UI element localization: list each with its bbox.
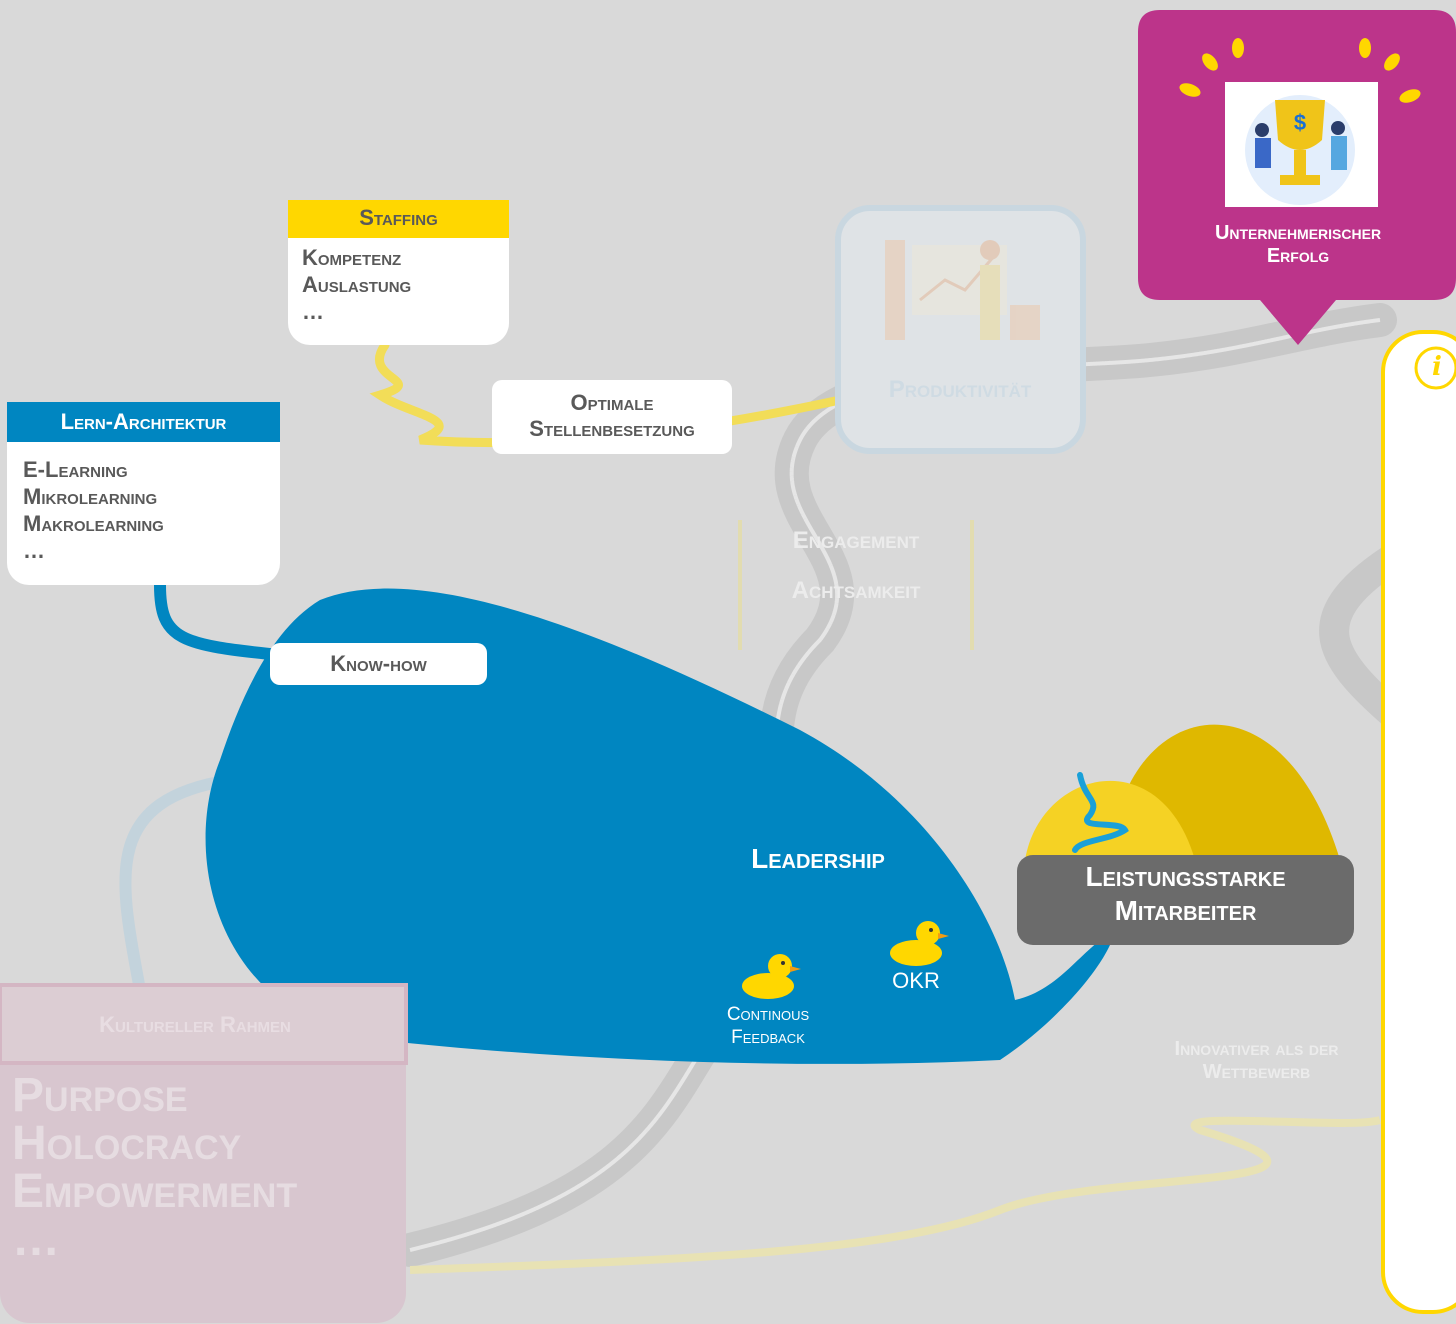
produktivitaet-label: Produktivität: [888, 376, 1032, 403]
svg-text:$: $: [1294, 110, 1306, 135]
optimale-stellenbesetzung-label: Optimale Stellenbesetzung: [492, 380, 732, 454]
list-item: …: [12, 1213, 60, 1266]
leistung-box: [1017, 855, 1354, 945]
label-line: Stellenbesetzung: [529, 416, 695, 441]
list-item: Holocracy: [12, 1117, 242, 1170]
culture-card: [0, 985, 406, 1323]
label-line: Continous: [726, 1004, 810, 1025]
label-line: Mitarbeiter: [1114, 895, 1257, 926]
sparkle-icon: [1179, 38, 1421, 103]
culture-connector: [119, 774, 231, 992]
list-item: Mikrolearning: [23, 484, 158, 509]
list-item: …: [302, 299, 324, 324]
info-panel: [1381, 330, 1456, 1314]
okr-label: OKR: [892, 968, 940, 993]
lern-architektur-items: E-Learning Mikrolearning Makrolearning …: [23, 456, 164, 564]
kultureller-rahmen-title: Kultureller Rahmen: [99, 1012, 291, 1037]
kultureller-rahmen-items: Purpose Holocracy Empowerment …: [12, 1072, 297, 1264]
staffing-title: Staffing: [288, 200, 509, 238]
list-item: Auslastung: [302, 272, 412, 297]
innovation-connector: [409, 1116, 1382, 1274]
achtsamkeit-label: Achtsamkeit: [791, 577, 921, 604]
info-icon: [1414, 346, 1456, 390]
label-line: Erfolg: [1266, 245, 1330, 267]
duck-icon: [742, 954, 801, 999]
label-line: Leistungsstarke: [1085, 861, 1286, 892]
info-icon-letter[interactable]: i: [1432, 352, 1442, 382]
list-item: …: [23, 538, 45, 563]
trophy-icon: $: [1255, 100, 1347, 185]
label-line: Wettbewerb: [1202, 1061, 1311, 1083]
unternehmerischer-erfolg-label: Unternehmerischer Erfolg: [1140, 222, 1456, 268]
innovativer-label: Innovativer als der Wettbewerb: [1130, 1038, 1383, 1098]
list-item: Empowerment: [12, 1165, 298, 1218]
staffing-card: Staffing Kompetenz Auslastung …: [288, 200, 509, 345]
leadership-label: Leadership: [751, 843, 885, 874]
leistungsstarke-mitarbeiter-label: Leistungsstarke Mitarbeiter: [1017, 860, 1354, 928]
label-line: Innovativer als der: [1174, 1038, 1339, 1060]
duck-icon: [890, 921, 949, 966]
engagement-label: Engagement: [792, 527, 920, 554]
leadership-blob: [205, 588, 1115, 1064]
label-line: Optimale: [570, 390, 654, 415]
label-line: Unternehmerischer: [1214, 222, 1382, 244]
lern-architektur-card: Lern-Architektur E-Learning Mikrolearnin…: [7, 402, 280, 585]
learning-connector: [154, 579, 286, 661]
list-item: Kompetenz: [302, 245, 402, 270]
label-line: Feedback: [731, 1027, 805, 1048]
squiggle: [1072, 772, 1129, 853]
know-how-label: Know-how: [270, 643, 487, 685]
list-item: E-Learning: [23, 457, 128, 482]
list-item: Makrolearning: [23, 511, 164, 536]
hill-front: [1025, 780, 1195, 860]
productivity-card: [835, 205, 1086, 454]
productivity-illustration-icon: [885, 240, 1040, 340]
list-item: Purpose: [12, 1069, 188, 1122]
staffing-items: Kompetenz Auslastung …: [302, 244, 411, 325]
continous-feedback-label: Continous Feedback: [690, 1003, 846, 1049]
lern-architektur-title: Lern-Architektur: [7, 402, 280, 442]
